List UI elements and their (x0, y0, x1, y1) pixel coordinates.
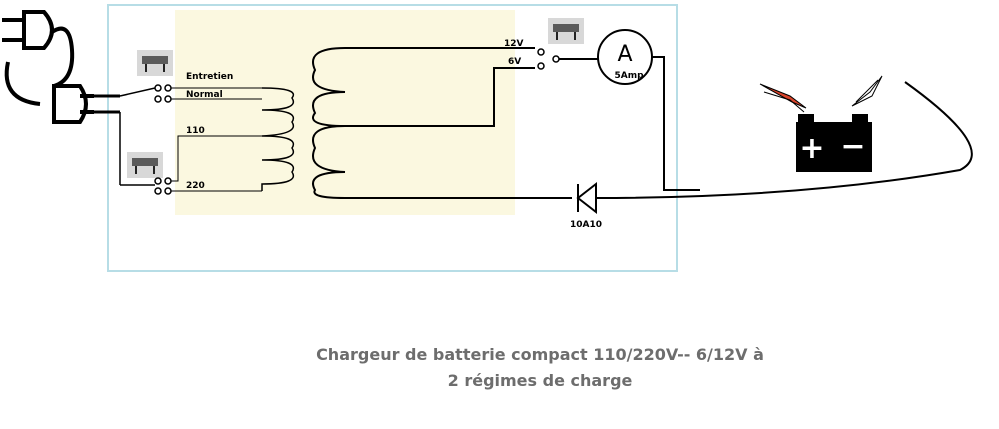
voltage-switch-icon[interactable] (127, 152, 163, 178)
charger-enclosure (107, 4, 678, 272)
ammeter-symbol: A (617, 42, 632, 67)
label-110: 110 (186, 126, 205, 136)
black-clamp-icon (851, 75, 883, 107)
ammeter-rating: 5Amp (614, 71, 644, 81)
label-12v: 12V (504, 39, 524, 49)
diode-icon (576, 181, 597, 215)
battery-minus: − (840, 129, 865, 164)
label-entretien: Entretien (186, 72, 233, 82)
label-normal: Normal (186, 90, 223, 100)
diode-label: 10A10 (570, 220, 602, 230)
caption-line-2: 2 régimes de charge (447, 371, 633, 390)
diagram-caption: Chargeur de batterie compact 110/220V-- … (240, 342, 840, 394)
caption-line-1: Chargeur de batterie compact 110/220V-- … (316, 345, 764, 364)
label-220: 220 (186, 181, 205, 191)
transformer-background (175, 10, 515, 215)
battery-icon: + − (796, 114, 872, 172)
battery-plus: + (799, 131, 824, 166)
power-plug-icon (2, 10, 94, 124)
mode-switch-icon[interactable] (137, 50, 173, 76)
ammeter-icon: A 5Amp (597, 29, 653, 85)
red-clamp-icon (759, 83, 807, 113)
output-switch-icon[interactable] (548, 18, 584, 44)
label-6v: 6V (508, 57, 521, 67)
primary-winding (261, 87, 295, 191)
